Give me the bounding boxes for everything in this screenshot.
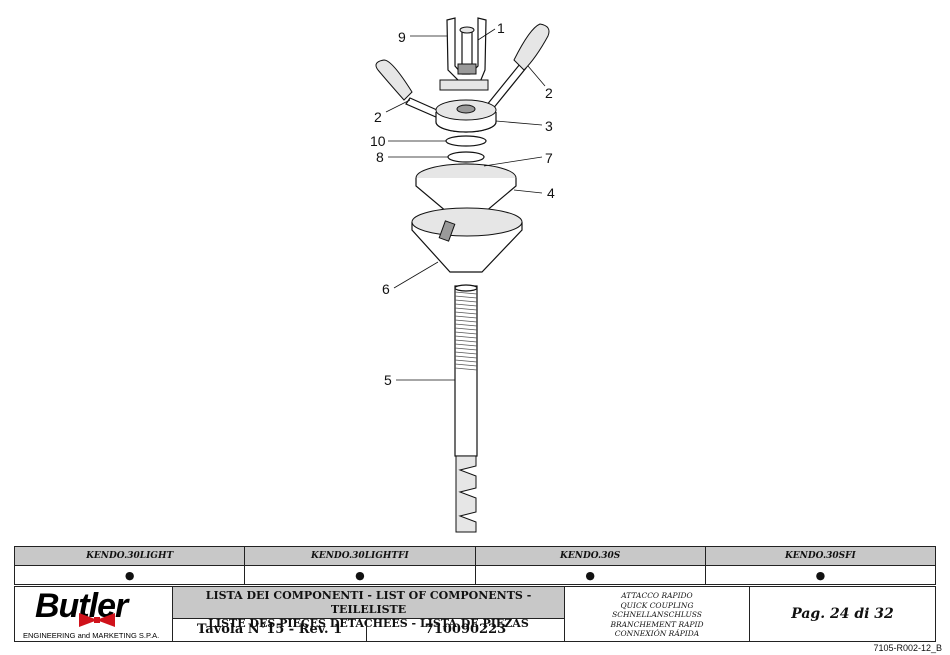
callout-5: 5 [384, 372, 392, 388]
part-8-ring [447, 151, 485, 163]
model-mark: ● [244, 565, 476, 585]
thread-line [454, 367, 478, 371]
part-6-lower-cone [411, 207, 523, 273]
callout-2-left: 2 [374, 109, 382, 125]
exploded-parts-drawing: 1 2 2 3 4 5 6 7 8 9 10 [370, 17, 555, 533]
thread-line [454, 319, 478, 323]
thread-line [454, 311, 478, 315]
callout-9: 9 [398, 29, 406, 45]
leader-lines [385, 28, 546, 381]
model-table: KENDO.30LIGHT KENDO.30LIGHTFI KENDO.30S … [13, 546, 937, 585]
thread-line [454, 339, 478, 343]
thread-line [454, 355, 478, 359]
desc-line: CONNEXIÓN RÁPIDA [614, 629, 700, 638]
callout-6: 6 [382, 281, 390, 297]
thread-line [454, 343, 478, 347]
model-mark: ● [474, 565, 706, 585]
part-2-right-handle [485, 23, 550, 111]
lists-line-2: LISTE DES PIECES DETACHEES - LISTA DE PI… [208, 617, 529, 630]
document-reference: 7105-R002-12_B [873, 643, 942, 653]
butler-logo: Butler ENGINEERING and MARKETING S.P.A. [15, 587, 173, 641]
lists-line-1: LISTA DEI COMPONENTI - LIST OF COMPONENT… [205, 589, 532, 616]
thread-line [454, 291, 478, 295]
bow-tie-icon [79, 613, 115, 627]
part-5-threaded-shaft [454, 284, 478, 533]
callout-8: 8 [376, 149, 384, 165]
model-mark: ● [704, 565, 937, 585]
thread-line [454, 303, 478, 307]
thread-line [454, 363, 478, 367]
logo-subtitle: ENGINEERING and MARKETING S.P.A. [23, 631, 160, 640]
desc-line: SCHNELLANSCHLUSS [612, 610, 702, 619]
component-list-title: LISTA DEI COMPONENTI - LIST OF COMPONENT… [173, 587, 565, 630]
callout-4: 4 [547, 185, 555, 201]
thread-line [454, 323, 478, 327]
model-header: KENDO.30LIGHTFI [244, 546, 476, 566]
thread-line [454, 307, 478, 311]
thread-line [454, 327, 478, 331]
part-9-clamp-bracket [439, 17, 489, 91]
thread-line [454, 347, 478, 351]
thread-line [454, 359, 478, 363]
model-mark: ● [13, 565, 246, 585]
part-3-coupling-hub [435, 99, 497, 133]
desc-line: ATTACCO RAPIDO [621, 591, 693, 600]
thread-line [454, 335, 478, 339]
model-header: KENDO.30LIGHT [13, 546, 246, 566]
assembly-description: ATTACCO RAPIDO QUICK COUPLING SCHNELLANS… [565, 587, 750, 641]
table-revision: Tavola N°15 - Rev. 1 [173, 619, 367, 641]
thread-line [454, 299, 478, 303]
callout-2-right: 2 [545, 85, 553, 101]
callout-1: 1 [497, 20, 505, 36]
desc-line: BRANCHEMENT RAPID [610, 619, 704, 629]
thread-line [454, 351, 478, 355]
callout-3: 3 [545, 118, 553, 134]
model-header: KENDO.30SFI [704, 546, 937, 566]
callout-7: 7 [545, 150, 553, 166]
thread-line [454, 331, 478, 335]
model-header: KENDO.30S [474, 546, 706, 566]
thread-line [454, 295, 478, 299]
callout-10: 10 [370, 133, 386, 149]
part-10-ring [445, 135, 487, 147]
desc-line: QUICK COUPLING [620, 600, 694, 610]
page-number: Pag. 24 di 32 [791, 606, 894, 622]
part-code: 710090223 [367, 619, 565, 641]
thread-line [454, 315, 478, 319]
title-block: Butler ENGINEERING and MARKETING S.P.A. … [14, 586, 936, 642]
